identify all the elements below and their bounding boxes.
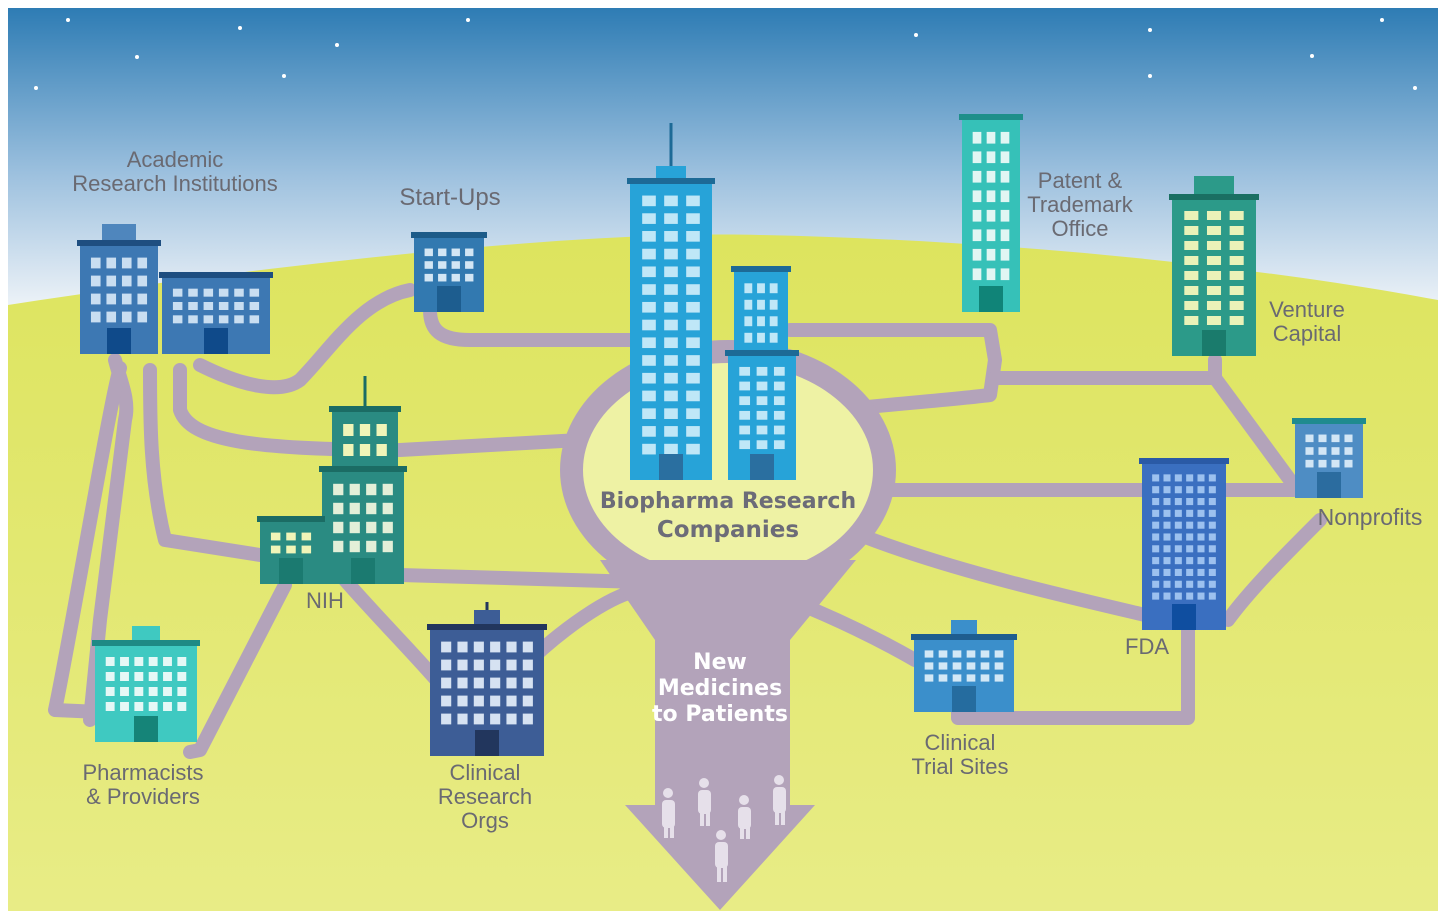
patent-line2: Trademark <box>1027 192 1133 217</box>
arrow-line2: Medicines <box>657 676 783 701</box>
trial-sites-building <box>911 620 1017 712</box>
label-cro: Clinical Research Orgs <box>430 761 540 833</box>
patent-office-building <box>959 114 1023 312</box>
arrow-line1: New <box>693 650 747 675</box>
label-fda: FDA <box>1115 635 1179 659</box>
biopharma-tower <box>627 123 715 480</box>
cro-line2: Research <box>437 784 533 809</box>
patent-line1: Patent & <box>1037 168 1123 193</box>
academic-building-left <box>77 224 161 354</box>
academic-line1: Academic <box>126 147 224 172</box>
patient-figures <box>662 775 786 882</box>
label-nonprofits: Nonprofits <box>1302 505 1438 529</box>
startups-building <box>411 232 487 312</box>
nonprofits-building <box>1292 418 1366 498</box>
hub-label: Biopharma Research Companies <box>590 488 866 544</box>
label-nih: NIH <box>295 589 355 613</box>
hub-line1: Biopharma Research <box>599 489 857 514</box>
biopharma-small-lower <box>725 350 799 480</box>
nih-annex <box>257 516 325 584</box>
pharmacists-building <box>92 626 200 742</box>
nih-line1: NIH <box>306 588 344 613</box>
fda-building <box>1139 458 1229 630</box>
pharmacists-line1: Pharmacists <box>82 760 204 785</box>
cro-line3: Orgs <box>461 808 509 833</box>
patent-line3: Office <box>1051 216 1109 241</box>
label-startups: Start-Ups <box>380 186 520 210</box>
stars <box>34 18 1417 90</box>
nonprofits-line1: Nonprofits <box>1317 504 1423 530</box>
nih-tower-top <box>329 376 401 466</box>
trial-sites-line2: Trial Sites <box>911 754 1009 779</box>
label-venture: Venture Capital <box>1255 298 1359 346</box>
venture-line2: Capital <box>1272 321 1342 346</box>
academic-line2: Research Institutions <box>72 171 278 196</box>
arrow-label: New Medicines to Patients <box>630 650 810 728</box>
label-patent: Patent & Trademark Office <box>1010 169 1150 241</box>
biopharma-small-upper <box>731 266 791 354</box>
label-academic: Academic Research Institutions <box>40 148 310 196</box>
startups-line1: Start-Ups <box>399 184 501 211</box>
label-pharmacists: Pharmacists & Providers <box>60 761 226 809</box>
pharmacists-line2: & Providers <box>86 784 200 809</box>
fda-line1: FDA <box>1125 634 1169 659</box>
academic-building-right <box>159 272 273 354</box>
label-trial-sites: Clinical Trial Sites <box>895 731 1025 779</box>
venture-capital-building <box>1169 176 1259 356</box>
cro-line1: Clinical <box>449 760 521 785</box>
trial-sites-line1: Clinical <box>924 730 996 755</box>
buildings <box>77 114 1366 756</box>
arrow-line3: to Patients <box>652 702 788 727</box>
nih-tower <box>319 466 407 584</box>
venture-line1: Venture <box>1269 297 1345 322</box>
road-network <box>48 283 1327 759</box>
cro-building <box>427 602 547 756</box>
hub-line2: Companies <box>656 517 800 543</box>
